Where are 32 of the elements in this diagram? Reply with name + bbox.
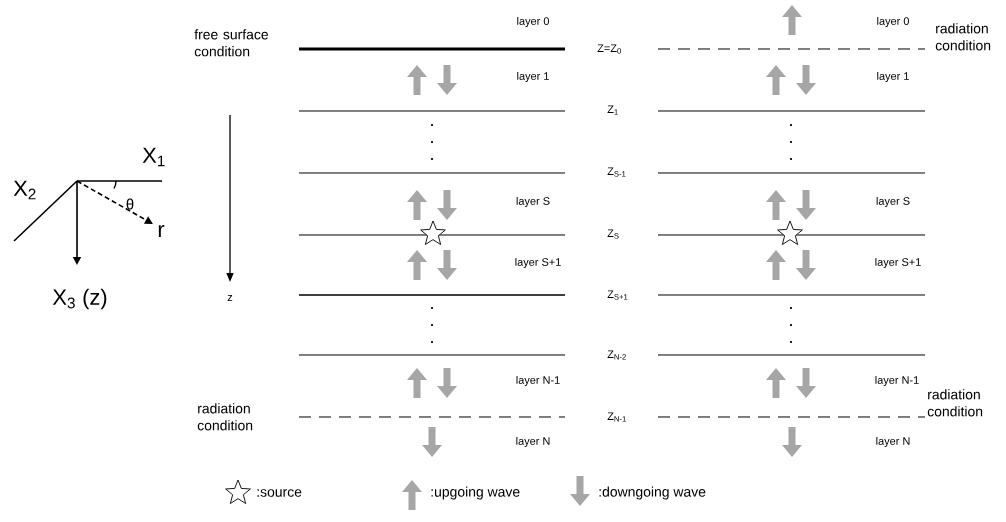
condition-label: radiation condition [197,403,253,431]
depth-label: Z$_{S}$ [607,229,619,239]
layer-label: layer N [876,436,910,448]
depth-label: Z$_{S-1}$ [607,167,626,177]
layer-label: layer S [516,196,550,208]
legend-label: :upgoing wave [431,486,520,500]
layer-label: layer N [516,436,550,448]
axis-label: X$_{2}$ [13,180,36,200]
layer-label: layer 1 [877,71,909,83]
axis-label: z [227,295,233,301]
legend-label: :downgoing wave [599,486,706,500]
depth-label: Z=Z$_{0}$ [597,44,621,54]
layer-label: layer 1 [517,71,549,83]
condition-label: free surface condition [194,29,268,57]
layer-label: layer S+1 [875,257,921,269]
condition-label: radiation condition [935,23,991,51]
depth-label: Z$_{1}$ [607,105,618,115]
layer-label: layer 0 [877,16,909,28]
layer-label: layer S [876,196,910,208]
depth-label: Z$_{S+1}$ [607,290,628,300]
layer-label: layer N-1 [516,375,560,387]
depth-label: Z$_{N-2}$ [607,350,626,360]
axis-label: X$_{3}$ (z) [52,288,107,310]
layer-label: layer S+1 [515,257,561,269]
axis-label: X$_{1}$ [142,147,165,167]
layer-label: layer N-1 [875,375,919,387]
condition-label: radiation condition [927,389,983,417]
depth-label: Z$_{N-1}$ [607,412,626,422]
angle-label: θ [126,198,134,210]
layer-label: layer 0 [517,16,549,28]
legend-label: :source [257,489,302,497]
axis-label: r [158,225,165,237]
